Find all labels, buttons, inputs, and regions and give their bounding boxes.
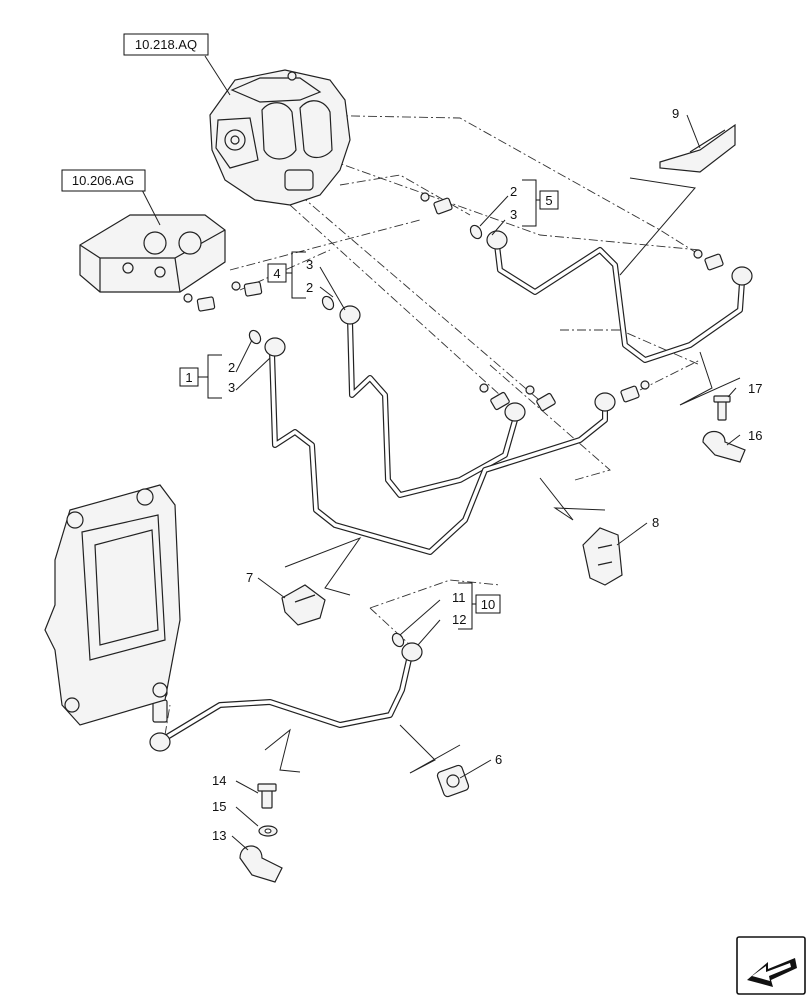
callout-14[interactable]: 14 — [212, 773, 226, 788]
kit-box-4[interactable]: 4 — [267, 251, 306, 299]
leader-lines — [139, 55, 741, 851]
pipe-clip-8[interactable] — [582, 527, 623, 586]
callout-11[interactable]: 11 — [452, 590, 466, 605]
callout-6[interactable]: 6 — [495, 752, 502, 767]
kit-number: 4 — [273, 266, 280, 281]
pump-block[interactable] — [79, 214, 226, 293]
arrow-nav-icon[interactable] — [736, 936, 806, 995]
callout-16[interactable]: 16 — [748, 428, 762, 443]
kit-box-5[interactable]: 5 — [522, 179, 559, 227]
pipe-clip-7[interactable] — [281, 584, 326, 626]
callout-3[interactable]: 3 — [228, 380, 235, 395]
kit-number: 5 — [545, 193, 552, 208]
callout-labels: 2 3 3 2 2 3 9 17 16 8 7 11 12 6 14 15 13 — [212, 106, 762, 843]
kit-box-1[interactable]: 1 — [179, 354, 222, 399]
callout-13[interactable]: 13 — [212, 828, 226, 843]
ecu-housing[interactable] — [44, 484, 181, 726]
kit-number: 10 — [481, 597, 495, 612]
callout-8[interactable]: 8 — [652, 515, 659, 530]
kit-number: 1 — [185, 370, 192, 385]
callout-2[interactable]: 2 — [510, 184, 517, 199]
fuel-pipes[interactable] — [159, 242, 745, 743]
callout-12[interactable]: 12 — [452, 612, 466, 627]
grommet[interactable] — [436, 764, 470, 798]
bracket[interactable] — [659, 123, 736, 173]
reference-box-mid[interactable]: 10.206.AG — [61, 169, 146, 192]
fasteners[interactable] — [239, 395, 746, 883]
reference-label: 10.218.AQ — [135, 37, 197, 52]
kit-box-10[interactable]: 10 — [458, 582, 501, 630]
callout-2[interactable]: 2 — [228, 360, 235, 375]
callout-17[interactable]: 17 — [748, 381, 762, 396]
callout-7[interactable]: 7 — [246, 570, 253, 585]
o-rings[interactable] — [247, 223, 484, 648]
pipe-nuts[interactable] — [149, 230, 753, 752]
callout-2[interactable]: 2 — [306, 280, 313, 295]
reference-label: 10.206.AG — [72, 173, 134, 188]
injection-pump[interactable] — [209, 69, 351, 206]
reference-box-top[interactable]: 10.218.AQ — [123, 33, 209, 56]
callout-3[interactable]: 3 — [510, 207, 517, 222]
callout-3[interactable]: 3 — [306, 257, 313, 272]
callout-9[interactable]: 9 — [672, 106, 679, 121]
callout-15[interactable]: 15 — [212, 799, 226, 814]
assembly-lines — [164, 114, 701, 736]
fittings-group[interactable] — [152, 192, 724, 723]
